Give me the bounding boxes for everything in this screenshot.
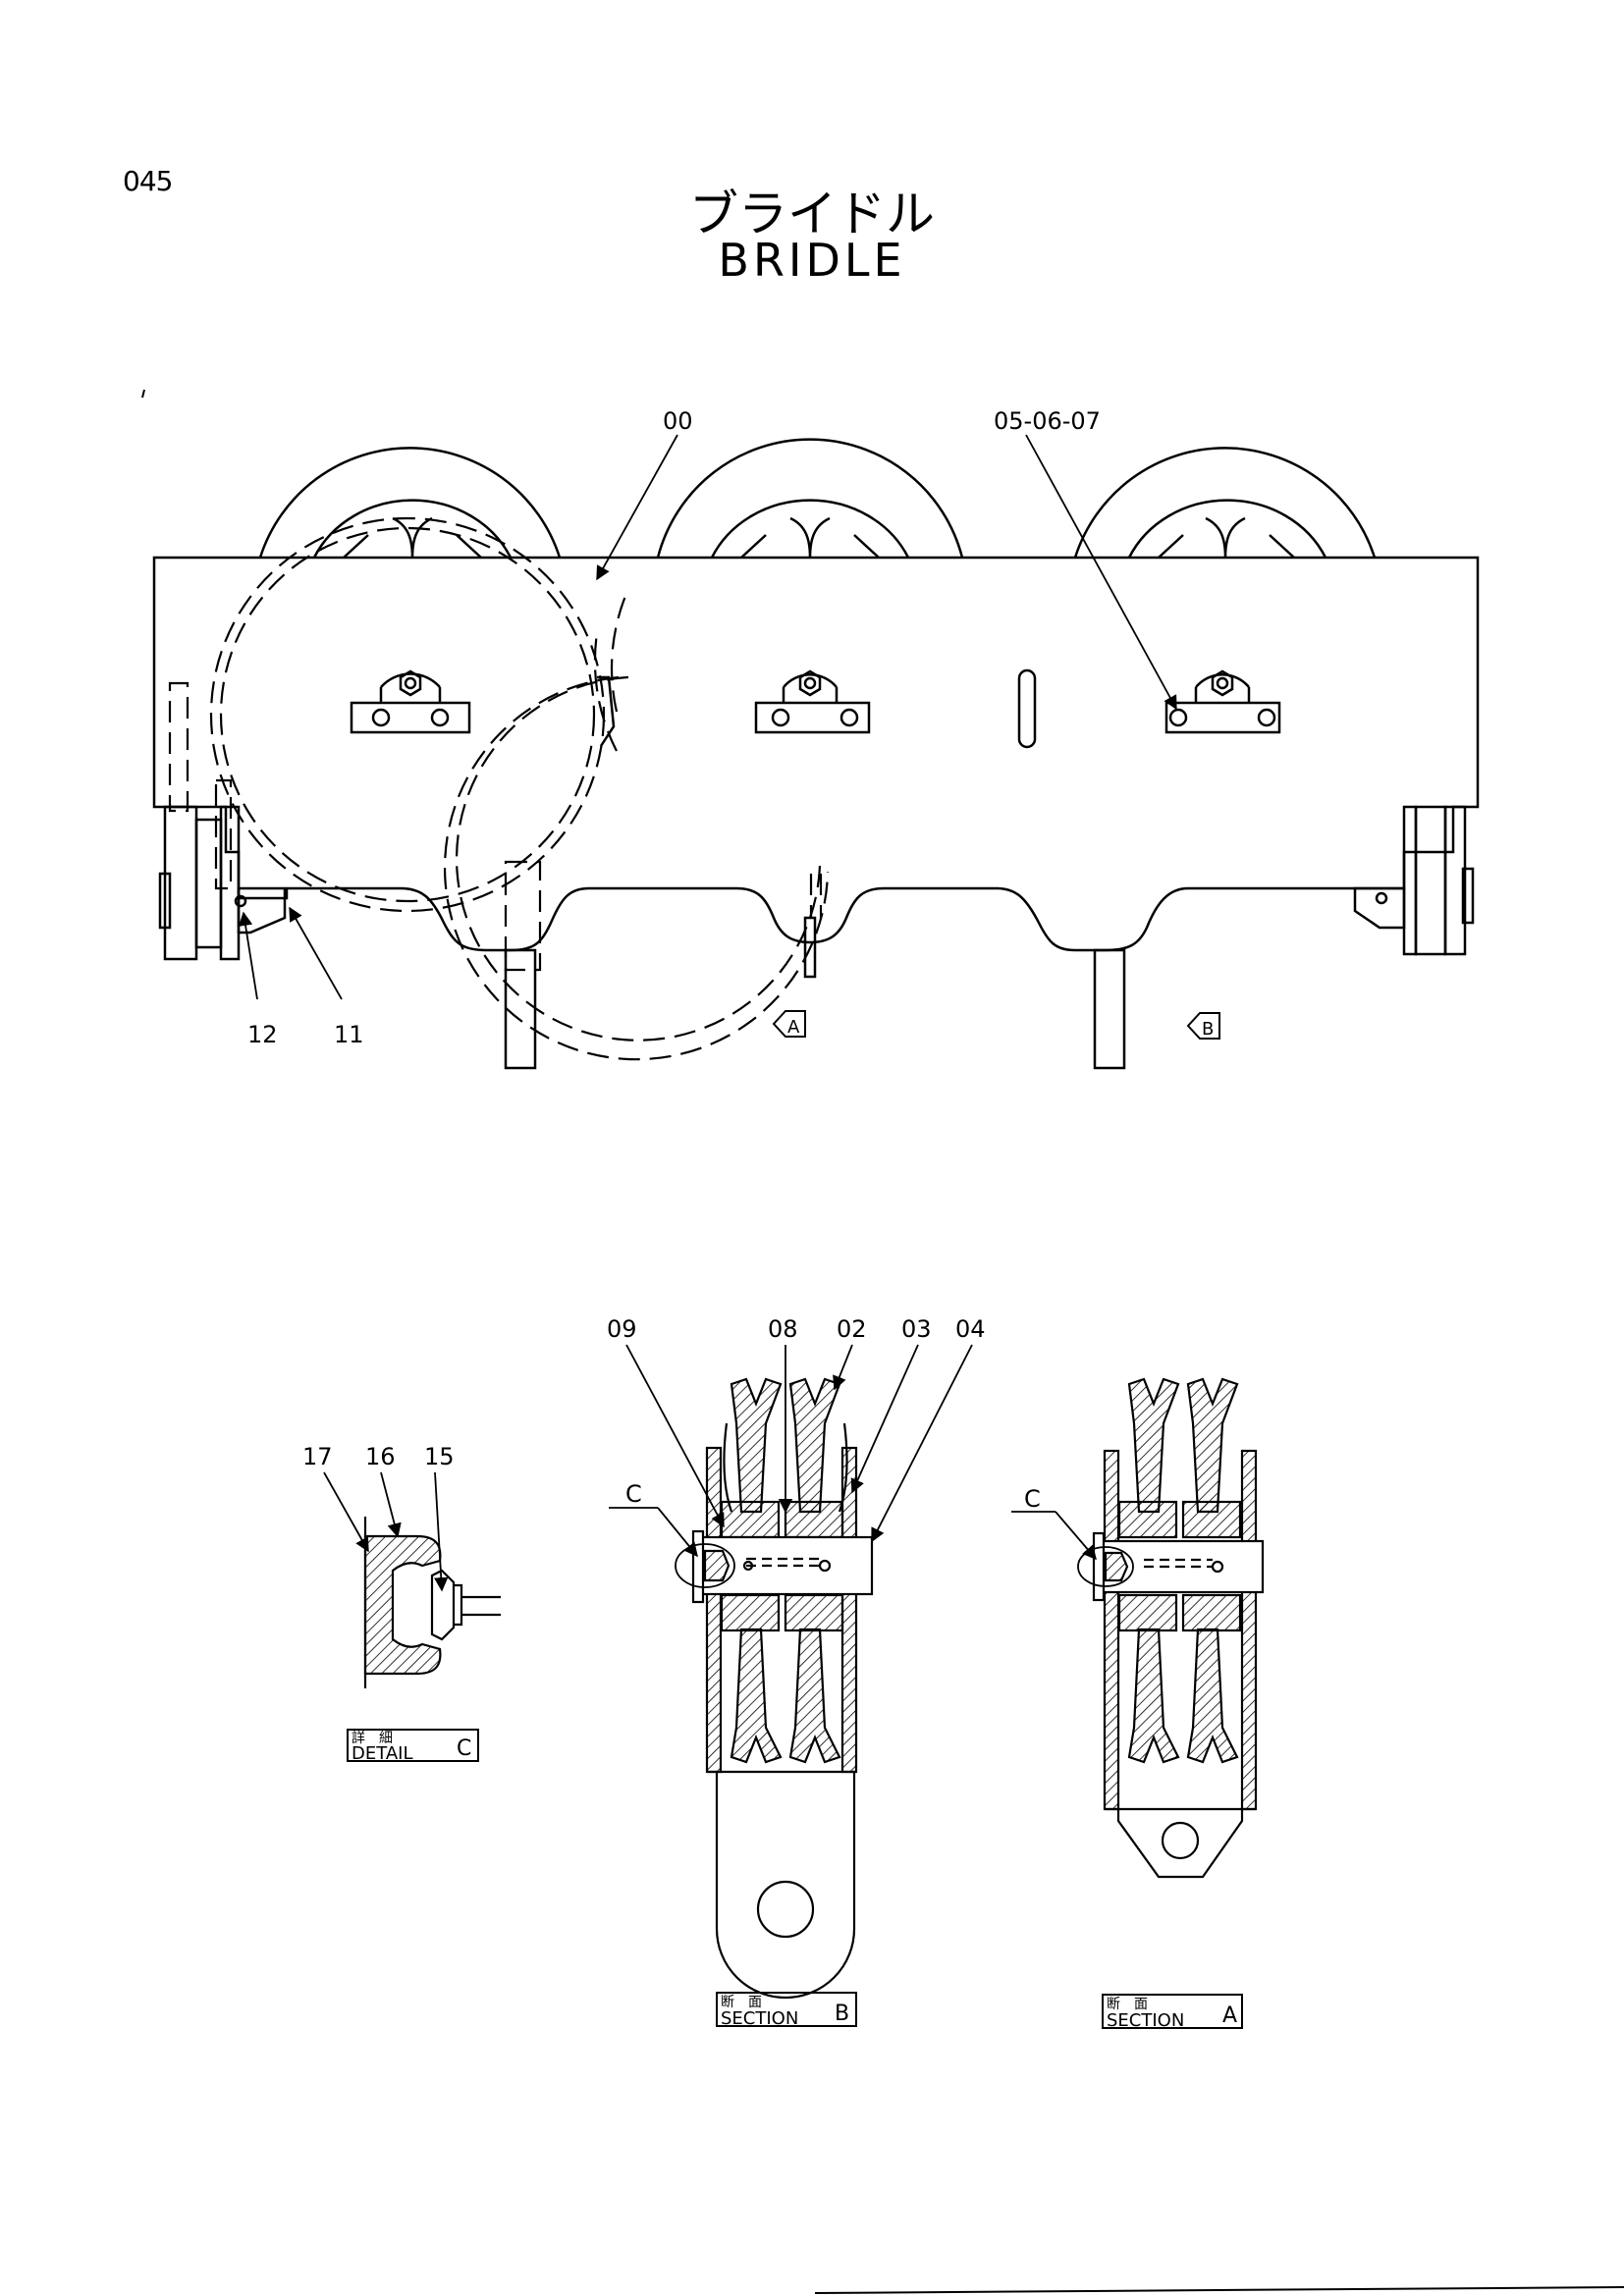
svg-text:SECTION: SECTION [721,2008,798,2029]
section-a-label: 断 面 SECTION A [1102,1994,1243,2031]
slot [1017,668,1037,749]
view-marker-a: A [772,1010,806,1038]
callout-12: 12 [247,1021,278,1048]
svg-text:C: C [457,1736,471,1761]
callout-17: 17 [302,1443,333,1470]
svg-text:SECTION: SECTION [1107,2010,1184,2031]
section-a-callouts [1011,1511,1097,1561]
section-a [1077,1377,1265,1879]
callout-16: 16 [365,1443,396,1470]
hub-middle [754,669,871,734]
link-right [1093,948,1126,1070]
svg-text:B: B [835,2002,849,2026]
title-japanese: ブライドル [689,186,935,242]
right-shackle [1353,805,1475,956]
svg-text:詳 細: 詳 細 [352,1731,393,1746]
link-middle [803,916,817,979]
callout-03: 03 [901,1315,932,1343]
bottom-edge-line [814,2286,1624,2294]
svg-text:断 面: 断 面 [721,1995,762,2010]
section-b-detail-ref: C [625,1480,642,1508]
svg-text:A: A [1222,2003,1237,2028]
callout-11: 11 [334,1021,364,1048]
svg-text:DETAIL: DETAIL [352,1743,412,1764]
sheave-left [258,447,562,559]
callout-05-06-07: 05-06-07 [994,407,1101,435]
svg-text:B: B [1202,1019,1214,1040]
callout-09: 09 [607,1315,637,1343]
section-b [675,1377,874,2000]
detail-c-callouts [323,1471,449,1592]
hidden-sheaves [168,516,830,1061]
callout-02: 02 [837,1315,867,1343]
callout-15: 15 [424,1443,455,1470]
section-b-label: 断 面 SECTION B [716,1992,857,2029]
view-marker-b: B [1186,1012,1220,1040]
link-left [504,948,537,1070]
callout-04: 04 [955,1315,986,1343]
page-number: 045 [123,165,173,197]
detail-c-label: 詳 細 DETAIL C [347,1729,479,1764]
main-view [152,438,1480,1070]
section-a-detail-ref: C [1024,1485,1041,1513]
detail-c [363,1517,501,1688]
sheave-middle [656,438,964,559]
callout-08: 08 [768,1315,798,1343]
left-shackle [158,805,287,961]
stray-mark [141,389,145,399]
section-b-callouts [609,1344,973,1558]
sheave-right [1073,447,1377,559]
hub-left [350,669,471,734]
clamp [597,675,616,747]
title-english: BRIDLE [718,234,906,287]
callout-00: 00 [663,407,693,435]
svg-text:断 面: 断 面 [1107,1997,1148,2012]
main-callouts [238,434,1177,1000]
hub-right [1164,669,1281,734]
bridle-frame [152,556,1480,952]
svg-text:A: A [787,1017,800,1038]
